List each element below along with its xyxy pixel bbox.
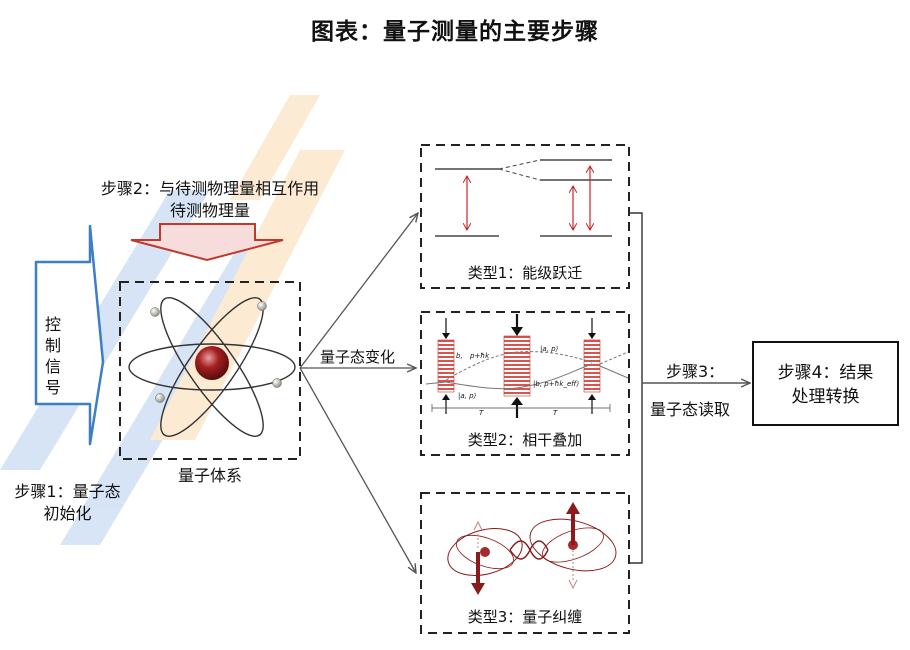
control-signal-char: 控	[44, 315, 61, 334]
page-title: 图表：量子测量的主要步骤	[311, 18, 599, 45]
step2-line2: 待测物理量	[169, 201, 250, 220]
nucleus	[195, 346, 229, 380]
pulse-2	[503, 335, 531, 397]
atom-icon	[128, 297, 296, 437]
step2-down-arrow	[130, 223, 284, 262]
control-signal-arrow	[34, 224, 105, 446]
step2-line1: 步骤2：与待测物理量相互作用	[100, 179, 320, 198]
electron	[272, 378, 282, 388]
electron	[150, 307, 160, 317]
type3-label: 类型3：量子纠缠	[467, 608, 583, 626]
step3-line2: 量子态读取	[650, 400, 731, 419]
type2-plot-label: |b, p+ħk_eff⟩	[533, 380, 580, 388]
state-change-label: 量子态变化	[320, 348, 396, 366]
type2-plot-label: |a, p⟩	[540, 345, 559, 353]
type2-plot-label: T	[553, 409, 558, 417]
quantum-system-box	[119, 281, 301, 460]
entanglement-diagram	[447, 502, 617, 595]
control-signal-char: 号	[44, 378, 61, 397]
type2-plot-label: p+ħk	[470, 352, 490, 360]
control-signal-char: 制	[44, 336, 61, 355]
type1-box	[420, 144, 630, 289]
type2-plot-label: T	[479, 409, 484, 417]
step1-line1: 步骤1：量子态	[14, 482, 121, 501]
type2-label: 类型2：相干叠加	[467, 431, 583, 449]
electron	[257, 301, 267, 311]
control-signal-label: 控 制 信 号	[38, 314, 68, 398]
quantum-system-label: 量子体系	[177, 466, 242, 485]
step4-line2: 处理转换	[791, 387, 860, 407]
step1-line2: 初始化	[43, 504, 92, 523]
energy-level-diagram	[435, 159, 612, 237]
control-signal-char: 信	[44, 357, 61, 376]
electron	[155, 393, 165, 403]
readout-bracket	[629, 212, 750, 564]
interferometer-diagram	[425, 314, 629, 418]
step3-line1: 步骤3：	[666, 362, 725, 381]
pulse-1	[437, 339, 455, 393]
step4-box	[752, 341, 899, 426]
type2-plot-label: |a, p⟩	[458, 392, 477, 400]
step4-line1: 步骤4：结果	[777, 363, 874, 383]
branch-arrows	[299, 213, 418, 573]
type2-box	[420, 311, 630, 456]
type1-label: 类型1：能级跃迁	[467, 264, 583, 282]
type2-plot-label: b,	[456, 352, 463, 360]
